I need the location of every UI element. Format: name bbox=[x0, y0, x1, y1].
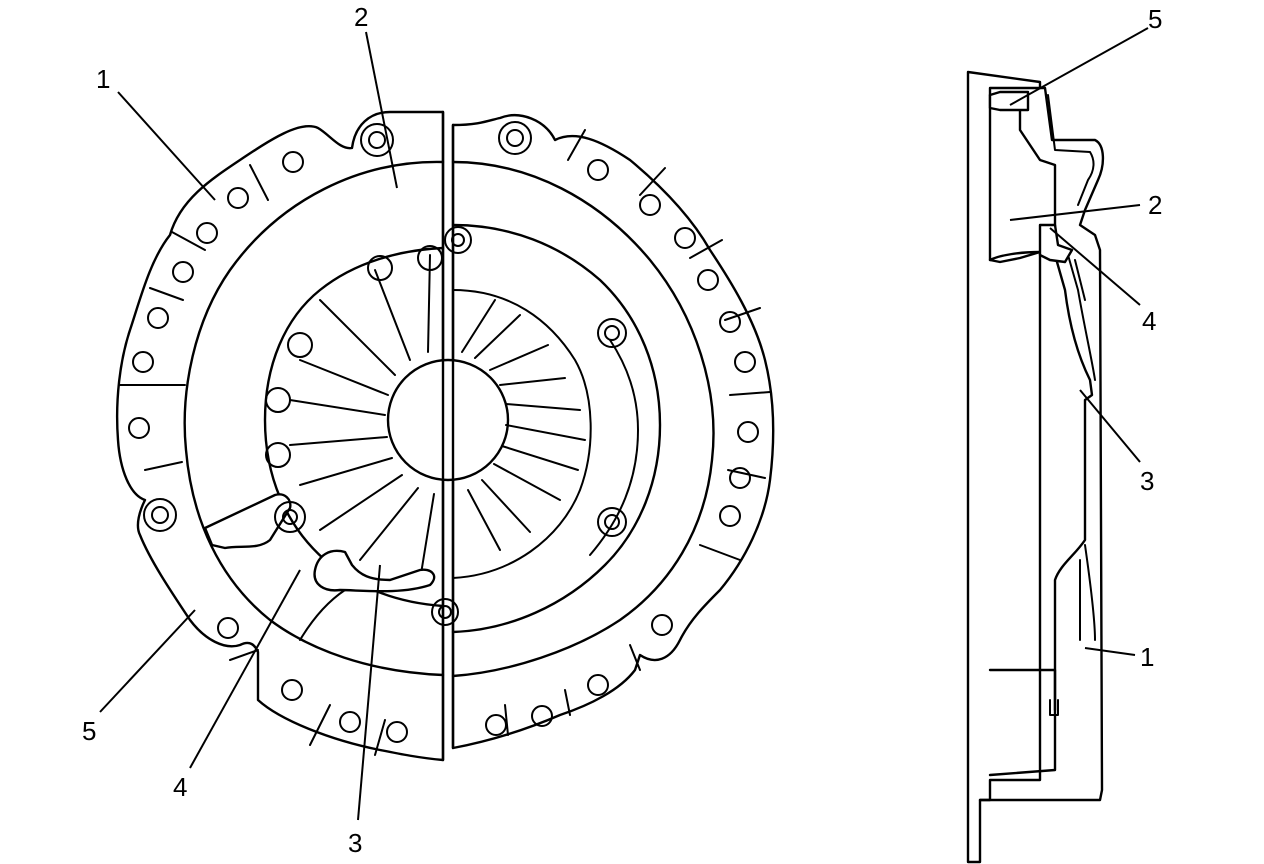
callout-2-side: 2 bbox=[1148, 190, 1162, 220]
rivet-inner bbox=[368, 131, 386, 149]
side-fulcrum bbox=[1049, 544, 1096, 716]
side-lever bbox=[1038, 223, 1074, 264]
spring-center-hole bbox=[386, 358, 510, 482]
pressure-plate-ring-right bbox=[451, 160, 715, 678]
bolt-hole bbox=[737, 421, 759, 443]
bolt-hole bbox=[485, 714, 507, 736]
side-backplate bbox=[966, 70, 1042, 864]
leader-5-side bbox=[1009, 27, 1149, 106]
callout-4-front: 4 bbox=[173, 772, 187, 802]
callout-5-front: 5 bbox=[82, 716, 96, 746]
rivet bbox=[143, 498, 177, 532]
side-cover bbox=[978, 86, 1105, 802]
callout-3-front: 3 bbox=[348, 828, 362, 858]
leader-1-front bbox=[117, 91, 216, 201]
bolt-hole bbox=[227, 187, 249, 209]
rivet bbox=[498, 121, 532, 155]
bolt-hole bbox=[281, 679, 303, 701]
cover-scallop-lines-left bbox=[119, 164, 386, 756]
bolt-holes-left bbox=[128, 123, 408, 743]
bolt-hole bbox=[172, 261, 194, 283]
rivet bbox=[431, 598, 459, 626]
leader-4-front bbox=[189, 569, 301, 769]
cover-scallop-lines-right bbox=[504, 129, 771, 736]
bolt-hole bbox=[587, 159, 609, 181]
side-view: 5 2 4 3 1 bbox=[966, 4, 1162, 864]
diaphragm-inner-ring-right-2 bbox=[589, 339, 639, 556]
bolt-hole bbox=[282, 151, 304, 173]
rivet-inner bbox=[438, 605, 452, 619]
rivet-inner bbox=[506, 129, 524, 147]
bolt-hole bbox=[217, 617, 239, 639]
rivet bbox=[444, 226, 472, 254]
diaphragm-inner-ring-right bbox=[452, 289, 592, 579]
leader-4-side bbox=[1049, 227, 1141, 306]
side-diaphragm-2 bbox=[1067, 254, 1096, 381]
strap-rivet bbox=[274, 501, 306, 533]
leader-2-side bbox=[1009, 204, 1141, 221]
bolt-hole bbox=[674, 227, 696, 249]
rivet bbox=[360, 123, 394, 157]
side-diaphragm bbox=[1053, 253, 1094, 712]
callout-2-front: 2 bbox=[354, 2, 368, 32]
bolt-hole bbox=[128, 417, 150, 439]
bolt-hole bbox=[651, 614, 673, 636]
drive-strap bbox=[203, 493, 292, 550]
rivet bbox=[597, 318, 627, 348]
rivet-inner bbox=[151, 506, 169, 524]
bolt-hole bbox=[729, 467, 751, 489]
bolt-hole bbox=[734, 351, 756, 373]
rivet bbox=[597, 507, 627, 537]
leader-1-side bbox=[1084, 647, 1136, 656]
bolt-hole bbox=[719, 505, 741, 527]
leader-5-front bbox=[99, 609, 196, 713]
bolt-hole bbox=[697, 269, 719, 291]
side-cover-inner bbox=[1047, 94, 1095, 206]
leader-2-front bbox=[365, 31, 398, 189]
rivet-inner bbox=[604, 325, 620, 341]
bolt-hole bbox=[639, 194, 661, 216]
bolt-hole bbox=[147, 307, 169, 329]
bolt-hole bbox=[339, 711, 361, 733]
cover-outer-right bbox=[451, 114, 775, 750]
diaphragm-fingers bbox=[265, 245, 586, 581]
pressure-plate-ring-left bbox=[183, 160, 445, 677]
bolt-hole bbox=[132, 351, 154, 373]
bolt-hole bbox=[196, 222, 218, 244]
leader-3-side bbox=[1079, 389, 1141, 463]
callout-1-front: 1 bbox=[96, 64, 110, 94]
bolt-holes-right bbox=[431, 121, 759, 736]
bolt-hole bbox=[386, 721, 408, 743]
bolt-hole bbox=[587, 674, 609, 696]
cover-outer-left bbox=[115, 110, 445, 762]
side-rivet-top bbox=[988, 90, 1030, 112]
release-lever bbox=[313, 549, 436, 593]
rivet-inner bbox=[604, 514, 620, 530]
callout-4-side: 4 bbox=[1142, 306, 1156, 336]
leader-3-front bbox=[357, 564, 381, 821]
diaphragm-outline-right bbox=[451, 223, 662, 634]
bolt-hole bbox=[719, 311, 741, 333]
bolt-hole bbox=[531, 705, 553, 727]
callout-5-side: 5 bbox=[1148, 4, 1162, 34]
strap-rivet-inner bbox=[282, 509, 298, 525]
callout-1-side: 1 bbox=[1140, 642, 1154, 672]
front-view: 1 2 3 4 5 bbox=[82, 2, 775, 858]
lever-tab bbox=[299, 589, 346, 641]
callout-3-side: 3 bbox=[1140, 466, 1154, 496]
